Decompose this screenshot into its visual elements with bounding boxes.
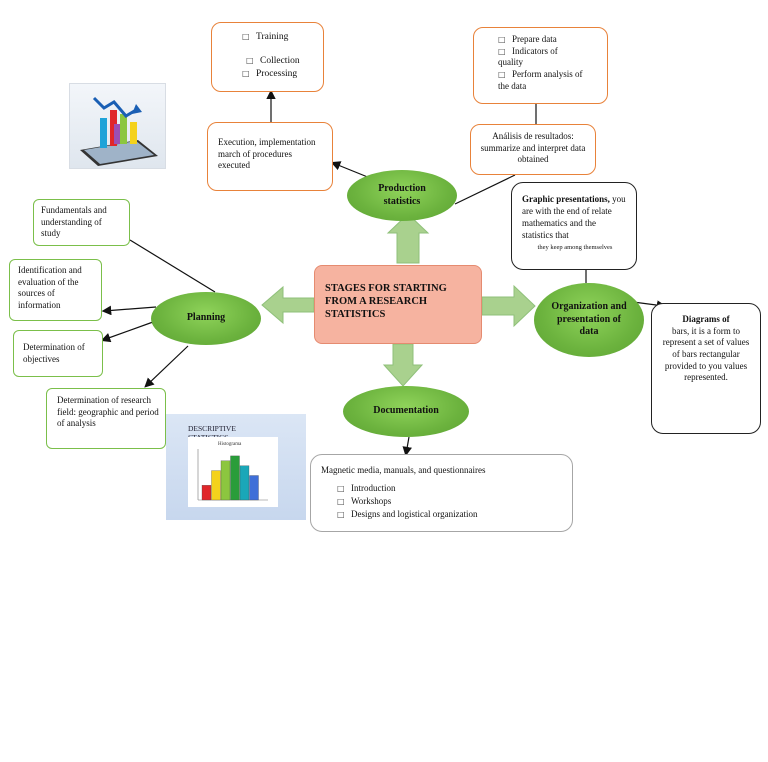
diagrams-body: bars, it is a form to represent a set of… bbox=[662, 325, 750, 383]
prepare-box: □Prepare data □Indicators of quality □Pe… bbox=[473, 27, 608, 104]
indicators-item: □Indicators of quality bbox=[498, 45, 558, 68]
arrow-up bbox=[386, 213, 430, 264]
perform-item: □Perform analysis of the data bbox=[498, 69, 583, 91]
descriptive-statistics-image: DESCRIPTIVE STATISTICS Histograma bbox=[166, 414, 306, 520]
line-planning-fundamentals bbox=[129, 239, 216, 293]
arrow-down bbox=[382, 343, 424, 387]
tablet-chart-icon bbox=[80, 96, 158, 166]
bullet-icon: □ bbox=[498, 46, 506, 56]
production-node: Production statistics bbox=[347, 170, 457, 221]
graphic-title: Graphic presentations, bbox=[522, 194, 610, 204]
diagrams-box: Diagrams of bars, it is a form to repres… bbox=[651, 303, 761, 434]
histogram-bar bbox=[249, 475, 259, 501]
training-item: □Training bbox=[242, 32, 289, 42]
tablet-chart-image bbox=[69, 83, 166, 169]
designs-item: □Designs and logistical organization bbox=[337, 508, 478, 519]
line-planning-research bbox=[144, 345, 189, 388]
bullet-icon: □ bbox=[337, 484, 345, 494]
line-planning-identification bbox=[101, 305, 157, 316]
arrow-right bbox=[481, 284, 536, 328]
diagrams-title: Diagrams of bbox=[682, 314, 730, 324]
introduction-item: □Introduction bbox=[337, 483, 396, 494]
analysis-box: Análisis de resultados: summarize and in… bbox=[470, 124, 596, 175]
graphic-small-note: they keep among themselves bbox=[537, 243, 613, 251]
execution-box: Execution, implementation march of proce… bbox=[207, 122, 333, 191]
planning-node: Planning bbox=[151, 292, 261, 345]
histogram-bar bbox=[201, 485, 212, 501]
bullet-icon: □ bbox=[337, 509, 345, 519]
line-production-analysis bbox=[454, 174, 516, 205]
histogram-chart: Histograma bbox=[188, 437, 278, 507]
arrow-left bbox=[261, 285, 315, 325]
identification-box: Identification and evaluation of the sou… bbox=[9, 259, 102, 321]
collection-item: □Collection bbox=[246, 56, 300, 67]
bullet-icon: □ bbox=[337, 496, 345, 506]
center-topic-text: STAGES FOR STARTING FROM A RESEARCH STAT… bbox=[325, 283, 447, 321]
processing-item: □Processing bbox=[242, 68, 298, 79]
documentation-node: Documentation bbox=[343, 386, 469, 437]
bullet-icon: □ bbox=[246, 56, 254, 66]
histogram-bar bbox=[230, 455, 240, 501]
bullet-icon: □ bbox=[242, 32, 250, 41]
histogram-title: Histograma bbox=[218, 442, 242, 447]
prepare-item: □Prepare data bbox=[498, 34, 557, 44]
line-doc-magnetic bbox=[402, 436, 412, 457]
organization-node: Organization and presentation of data bbox=[534, 283, 644, 357]
magnetic-text: Magnetic media, manuals, and questionnai… bbox=[321, 465, 486, 475]
graphic-body: you are with the end of relate mathemati… bbox=[522, 194, 626, 241]
line-planning-objectives bbox=[100, 321, 154, 343]
histogram-bar bbox=[211, 470, 221, 501]
research-field-box: Determination of research field: geograp… bbox=[46, 388, 166, 449]
center-topic-box: STAGES FOR STARTING FROM A RESEARCH STAT… bbox=[314, 265, 482, 344]
documentation-box: Magnetic media, manuals, and questionnai… bbox=[310, 454, 573, 532]
fundamentals-box: Fundamentals and understanding of study bbox=[33, 199, 130, 246]
bullet-icon: □ bbox=[498, 70, 506, 80]
histogram-bar bbox=[220, 460, 231, 501]
objectives-box: Determination of objectives bbox=[13, 330, 103, 377]
training-box: □Training □Collection □Processing bbox=[211, 22, 324, 92]
graphic-presentations-box: Graphic presentations, you are with the … bbox=[511, 182, 637, 270]
bullet-icon: □ bbox=[498, 35, 506, 44]
bullet-icon: □ bbox=[242, 68, 250, 78]
histogram-bar bbox=[239, 465, 250, 501]
workshops-item: □Workshops bbox=[337, 495, 392, 506]
